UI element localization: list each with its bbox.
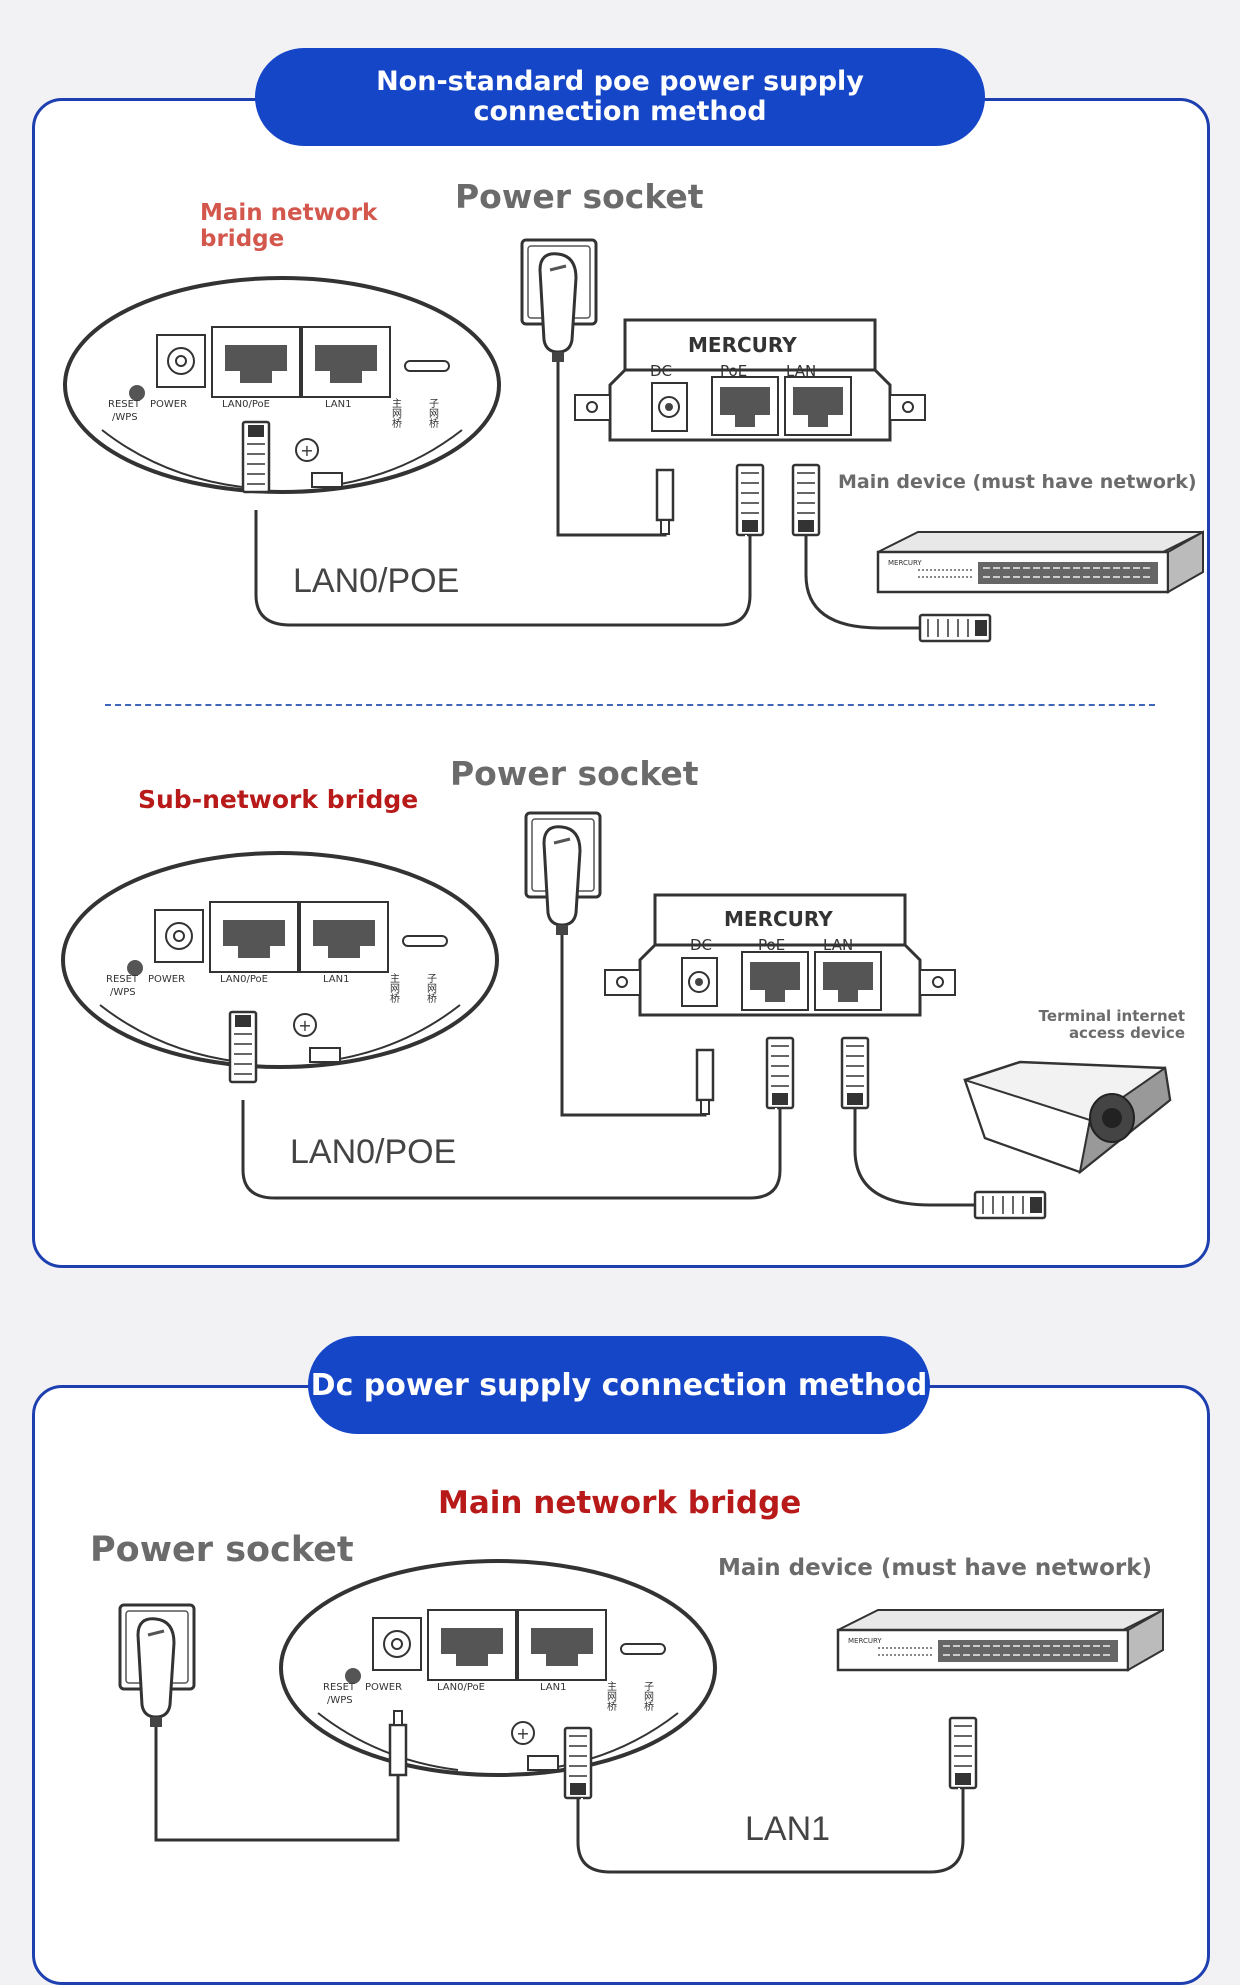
bridge2-label-wps: /WPS (110, 987, 136, 998)
rj45-plug-lan (791, 463, 821, 537)
lan1-cable (576, 1788, 965, 1874)
network-switch (876, 530, 1205, 594)
bridge3-label-wps: /WPS (327, 1695, 353, 1706)
bridge2-label-lan0: LAN0/PoE (220, 974, 268, 985)
bridge-label-main-cn: 主网桥 (390, 398, 402, 429)
sub-bridge-label: Sub-network bridge (138, 785, 419, 814)
bridge3-label-main-cn: 主网桥 (605, 1681, 617, 1712)
injector-brand: MERCURY (688, 333, 797, 357)
rj45-plug-bridge-2 (228, 1010, 258, 1084)
bridge-label-lan0: LAN0/PoE (222, 399, 270, 410)
bridge2-label-reset: RESET (106, 974, 139, 985)
bridge3-label-power: POWER (365, 1682, 402, 1693)
section-divider (105, 704, 1155, 706)
power-socket-label: Power socket (455, 177, 704, 216)
injector-label-dc: DC (650, 362, 672, 380)
bridge2-label-lan1: LAN1 (323, 974, 349, 985)
dc-switch-brand: MERCURY (848, 1637, 882, 1645)
lan-cable (804, 535, 920, 630)
rj45-plug-poe (735, 463, 765, 537)
bridge-label-sub-cn: 子网桥 (427, 398, 439, 429)
bridge2-label-main-cn: 主网桥 (388, 973, 400, 1004)
bridge3-label-lan0: LAN0/PoE (437, 1682, 485, 1693)
dc-section-title: Dc power supply connection method (308, 1336, 930, 1434)
lan1-cable-label: LAN1 (745, 1810, 830, 1848)
switch-brand: MERCURY (888, 559, 922, 567)
dc-power-socket-label: Power socket (90, 1530, 354, 1570)
bridge3-label-sub-cn: 子网桥 (642, 1681, 654, 1712)
lan0-poe-cable-label-2: LAN0/POE (290, 1133, 456, 1171)
dc-network-switch (836, 1608, 1165, 1672)
main-bridge-label: Main network bridge (200, 200, 378, 253)
poe-section-title: Non-standard poe power supply connection… (255, 48, 985, 146)
rj45-plug-bridge (241, 420, 271, 494)
dc-main-bridge-label: Main network bridge (438, 1485, 802, 1521)
dc-power-cable (154, 1727, 400, 1842)
terminal-device-label: Terminal internet access device (1038, 1007, 1185, 1043)
injector2-label-dc: DC (690, 936, 712, 954)
dc-power-socket (118, 1603, 196, 1729)
bridge2-label-sub-cn: 子网桥 (425, 973, 437, 1004)
main-device-label: Main device (must have network) (838, 471, 1197, 493)
lan0-poe-cable (254, 510, 752, 627)
rj45-plug-bridge-lan1 (563, 1726, 593, 1800)
rj45-plug-switch-lan1 (948, 1716, 978, 1790)
injector2-brand: MERCURY (724, 907, 833, 931)
bridge-label-power: POWER (150, 399, 187, 410)
lan0-poe-cable-label: LAN0/POE (293, 562, 459, 600)
lan0-poe-cable-2 (241, 1100, 782, 1200)
bridge3-label-lan1: LAN1 (540, 1682, 566, 1693)
rj45-plug-lan-2 (840, 1036, 870, 1110)
bridge2-label-power: POWER (148, 974, 185, 985)
injector-label-lan: LAN (786, 362, 816, 380)
dc-plug (655, 468, 675, 536)
bridge-label-wps: /WPS (112, 412, 138, 423)
injector2-label-lan: LAN (823, 936, 853, 954)
power-socket-label-2: Power socket (450, 754, 699, 793)
dc-main-bridge-device (279, 1559, 717, 1777)
camera-icon (963, 1060, 1172, 1175)
sub-bridge-device (61, 851, 499, 1069)
diagram-drawing: + (61, 238, 1205, 1874)
dc-main-device-label: Main device (must have network) (718, 1555, 1153, 1581)
bridge3-label-reset: RESET (323, 1682, 356, 1693)
dc-plug-2 (695, 1048, 715, 1116)
rj45-plug-camera (973, 1190, 1047, 1220)
main-bridge-device (63, 276, 501, 494)
bridge-label-lan1: LAN1 (325, 399, 351, 410)
injector-label-poe: PoE (720, 362, 747, 380)
power-socket (520, 238, 598, 364)
power-socket-2 (524, 811, 602, 937)
injector2-label-poe: PoE (758, 936, 785, 954)
rj45-plug-switch (918, 613, 992, 643)
bridge-label-reset: RESET (108, 399, 141, 410)
rj45-plug-poe-2 (765, 1036, 795, 1110)
lan-cable-2 (853, 1108, 975, 1207)
